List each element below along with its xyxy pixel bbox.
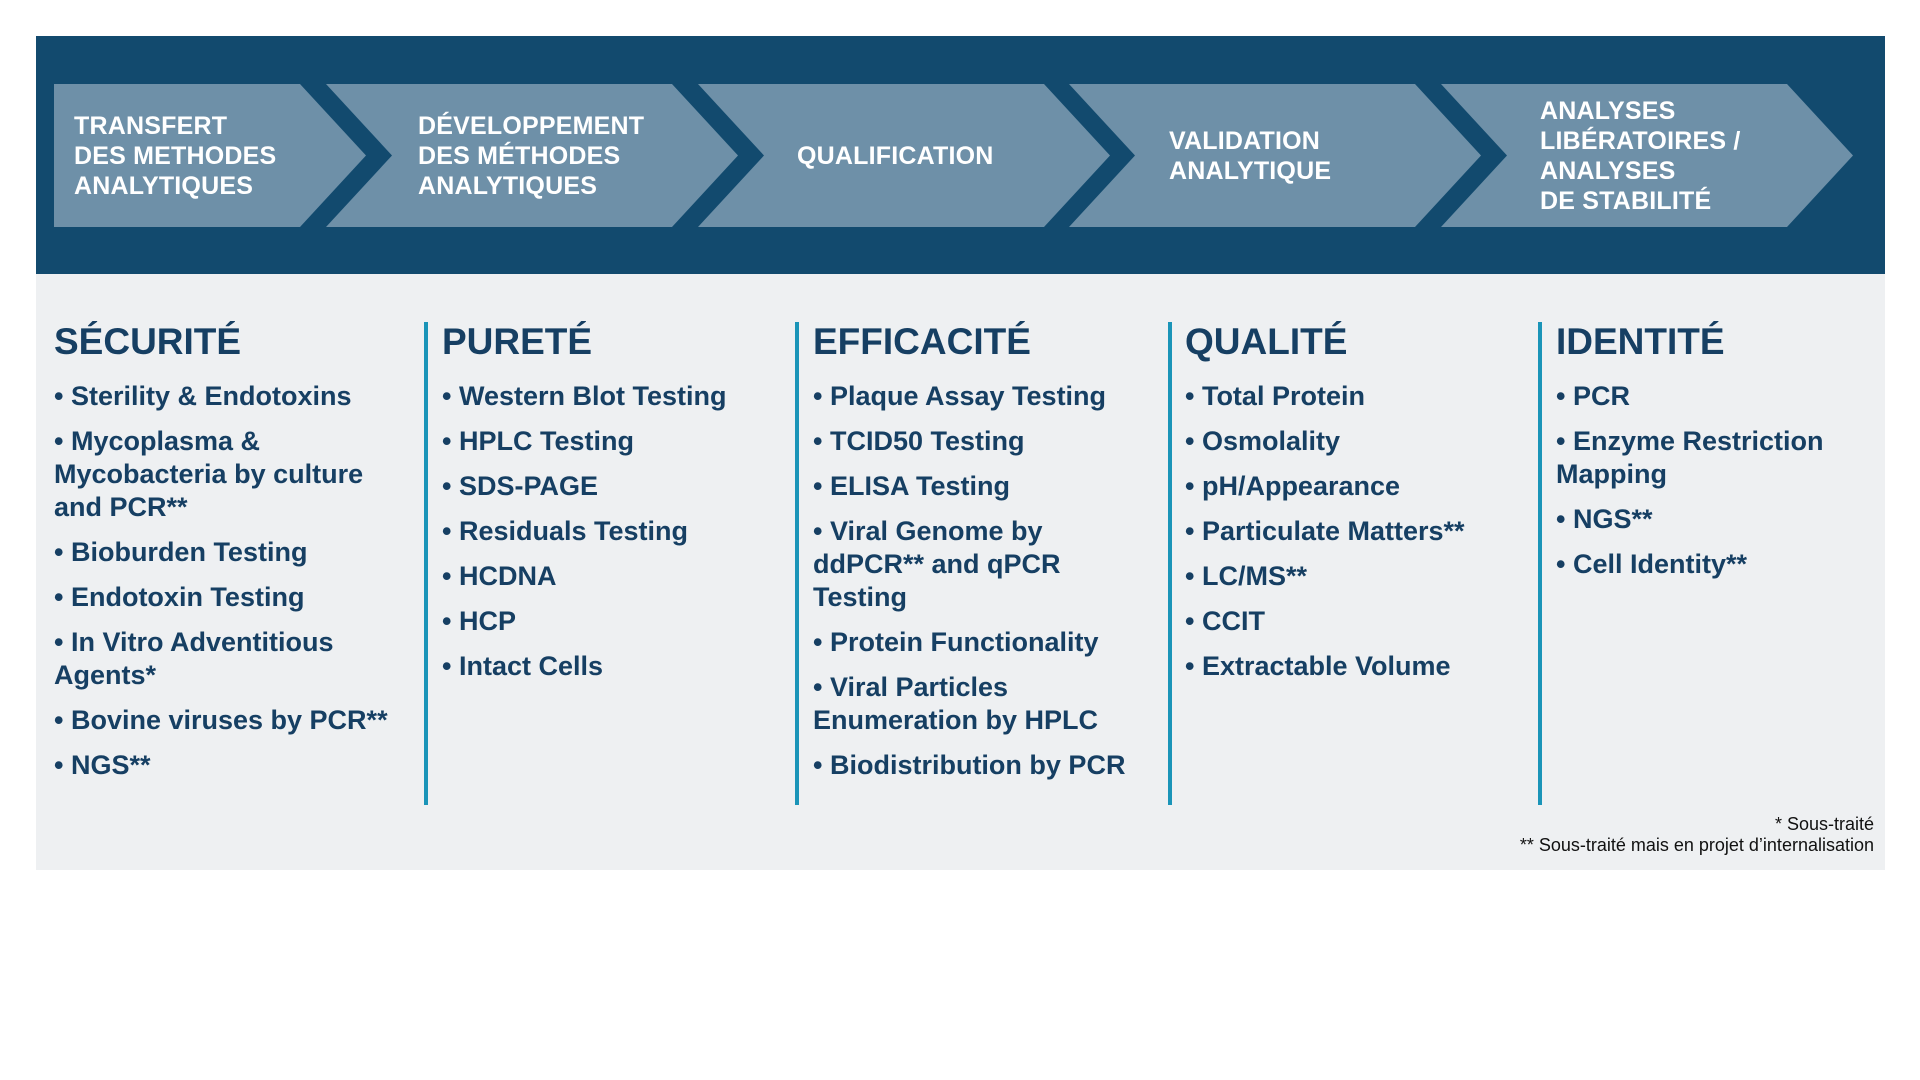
list-item: • Bioburden Testing <box>54 537 308 567</box>
process-step-1: TRANSFERT DES METHODES ANALYTIQUES <box>54 84 366 227</box>
list-item: • HPLC Testing <box>442 426 634 456</box>
list-item: • Endotoxin Testing <box>54 582 305 612</box>
list-item: • NGS** <box>54 750 151 780</box>
footnote-single-asterisk: * Sous-traité <box>1774 814 1874 834</box>
category-title: IDENTITÉ <box>1556 321 1725 362</box>
list-item: • Biodistribution by PCR <box>813 750 1126 780</box>
list-item: • Protein Functionality <box>813 627 1099 657</box>
column-divider <box>424 322 428 805</box>
list-item: • ELISA Testing <box>813 471 1010 501</box>
process-step-3: QUALIFICATION <box>698 84 1110 227</box>
category-efficacite: EFFICACITÉ • Plaque Assay Testing • TCID5… <box>813 318 1158 794</box>
list-item: • Mycoplasma & Mycobacteria by culture a… <box>54 426 364 522</box>
category-list: • Total Protein • Osmolality • pH/Appearan… <box>1185 380 1530 683</box>
column-divider <box>1168 322 1172 805</box>
list-item: • Viral Particles Enumeration by HPLC <box>813 672 1099 735</box>
chevron-shape <box>326 84 738 227</box>
category-identite: IDENTITÉ • PCR • Enzyme Restriction Mappi… <box>1556 318 1866 593</box>
list-item: • Cell Identity** <box>1556 549 1747 579</box>
process-step-label: DÉVELOPPEMENT DES MÉTHODES ANALYTIQUES <box>418 111 645 200</box>
category-title: SÉCURITÉ <box>54 321 242 362</box>
category-list: • Plaque Assay Testing • TCID50 Testing • … <box>813 380 1158 782</box>
category-securite: SÉCURITÉ • Sterility & Endotoxins • Mycop… <box>54 318 404 794</box>
category-title: PURETÉ <box>442 321 593 362</box>
process-step-4: VALIDATION ANALYTIQUE <box>1069 84 1481 227</box>
column-divider <box>1538 322 1542 805</box>
list-item: • Residuals Testing <box>442 516 689 546</box>
process-step-label: TRANSFERT DES METHODES ANALYTIQUES <box>74 111 277 200</box>
category-purete: PURETÉ • Western Blot Testing • HPLC Test… <box>442 318 782 695</box>
category-title: EFFICACITÉ <box>813 321 1031 362</box>
list-item: • TCID50 Testing <box>813 426 1025 456</box>
categories-panel <box>36 274 1885 870</box>
chevron-shape <box>54 84 366 227</box>
list-item: • Plaque Assay Testing <box>813 381 1107 411</box>
category-list: • Western Blot Testing • HPLC Testing • SD… <box>442 380 782 683</box>
list-item: • Total Protein <box>1185 381 1365 411</box>
list-item: • In Vitro Adventitious Agents* <box>54 627 334 690</box>
list-item: • Extractable Volume <box>1185 651 1451 681</box>
list-item: • HCP <box>442 606 516 636</box>
footnotes: * Sous-traité ** Sous-traité mais en pro… <box>1520 814 1874 856</box>
list-item: • PCR <box>1556 381 1630 411</box>
process-step-2: DÉVELOPPEMENT DES MÉTHODES ANALYTIQUES <box>326 84 738 227</box>
list-item: • Western Blot Testing <box>442 381 727 411</box>
list-item: • LC/MS** <box>1185 561 1307 591</box>
process-step-label: VALIDATION ANALYTIQUE <box>1169 126 1332 185</box>
list-item: • HCDNA <box>442 561 557 591</box>
list-item: • pH/Appearance <box>1185 471 1401 501</box>
list-item: • CCIT <box>1185 606 1265 636</box>
category-list: • Sterility & Endotoxins • Mycoplasma & M… <box>54 380 404 782</box>
list-item: • SDS-PAGE <box>442 471 598 501</box>
category-list: • PCR • Enzyme Restriction Mapping • NGS**… <box>1556 380 1866 581</box>
chevron-shape <box>698 84 1110 227</box>
chevron-shape <box>1441 84 1853 227</box>
list-item: • Particulate Matters** <box>1185 516 1465 546</box>
list-item: • Intact Cells <box>442 651 603 681</box>
chevron-shape <box>1069 84 1481 227</box>
category-title: QUALITÉ <box>1185 321 1348 362</box>
column-divider <box>795 322 799 805</box>
process-step-label: QUALIFICATION <box>797 141 994 170</box>
list-item: • Viral Genome by ddPCR** and qPCR Testi… <box>813 516 1061 612</box>
list-item: • NGS** <box>1556 504 1653 534</box>
list-item: • Sterility & Endotoxins <box>54 381 352 411</box>
list-item: • Bovine viruses by PCR** <box>54 705 388 735</box>
category-qualite: QUALITÉ • Total Protein • Osmolality • pH/… <box>1185 318 1530 695</box>
footnote-double-asterisk: ** Sous-traité mais en projet d’internal… <box>1519 835 1874 855</box>
process-step-5: ANALYSES LIBÉRATOIRES / ANALYSES DE STAB… <box>1441 84 1853 227</box>
list-item: • Osmolality <box>1185 426 1340 456</box>
list-item: • Enzyme Restriction Mapping <box>1556 426 1824 489</box>
process-step-label: ANALYSES LIBÉRATOIRES / ANALYSES DE STAB… <box>1540 96 1741 215</box>
